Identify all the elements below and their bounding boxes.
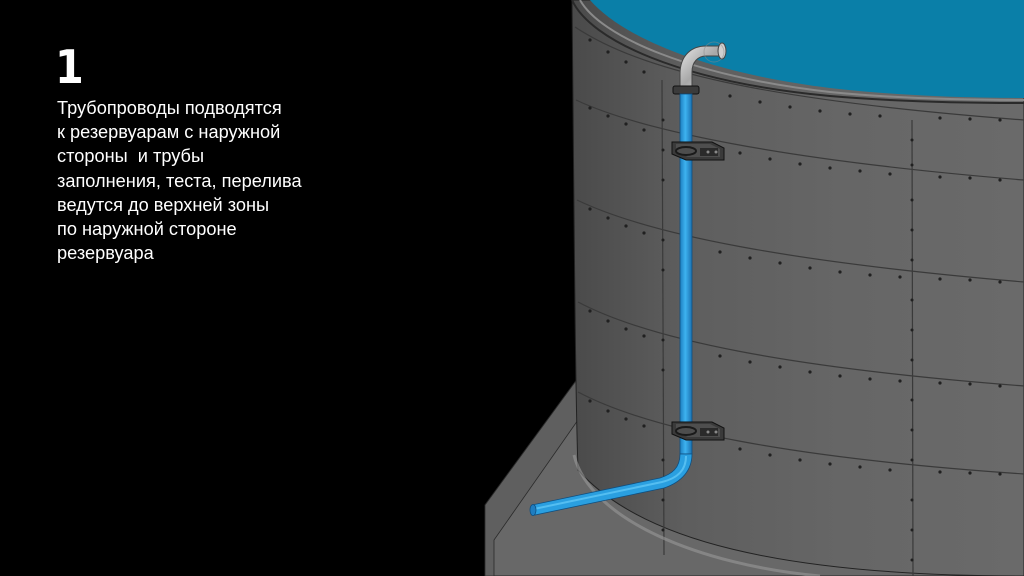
- description-line: резервуара: [57, 243, 154, 264]
- description-line: по наружной стороне: [57, 219, 237, 240]
- water-surface: [571, 0, 1024, 104]
- description-line: стороны и трубы: [57, 146, 205, 167]
- description-line: заполнения, теста, перелива: [57, 170, 302, 191]
- step-description: Трубопроводы подводятся к резервуарам с …: [57, 96, 387, 265]
- description-line: к резервуарам с наружной: [57, 122, 281, 143]
- step-number: 1: [55, 40, 84, 94]
- description-line: ведутся до верхней зоны: [57, 194, 270, 215]
- pipe-bracket-upper: [671, 141, 725, 161]
- description-line: Трубопроводы подводятся: [57, 98, 282, 118]
- fill-pipe: [529, 41, 727, 516]
- pipe-bracket-lower: [671, 421, 725, 441]
